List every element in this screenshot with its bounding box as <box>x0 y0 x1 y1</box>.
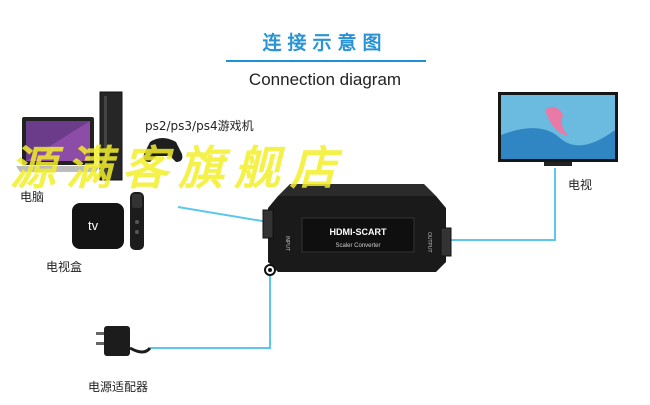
laptop-icon <box>16 117 100 172</box>
diagram-title-en: Connection diagram <box>248 70 402 89</box>
hdmi-scart-converter: HDMI-SCART Scaler Converter INPUT OUTPUT <box>262 184 452 276</box>
converter-output-label: OUTPUT <box>426 232 432 253</box>
game-console-icon <box>99 91 183 181</box>
hdmi-cable-output <box>445 168 556 241</box>
title-divider <box>226 60 426 62</box>
diagram-title-cn: 连接示意图 <box>262 32 388 54</box>
cables <box>150 168 556 349</box>
converter-input-label: INPUT <box>284 236 290 251</box>
game-console-label: ps2/ps3/ps4游戏机 <box>145 119 254 133</box>
hdmi-cable-input <box>177 206 269 223</box>
power-adapter-label: 电源适配器 <box>88 380 149 394</box>
store-watermark: 源满客旗舰店 <box>10 141 346 195</box>
apple-tv-icon <box>72 192 144 250</box>
apple-tv-logo: tv <box>88 218 99 233</box>
converter-subtitle: Scaler Converter <box>335 243 380 249</box>
tv-box-label: 电视盒 <box>46 260 83 274</box>
tv-label: 电视 <box>568 178 593 192</box>
computer-label: 电脑 <box>20 190 45 204</box>
tv-icon <box>498 92 618 166</box>
converter-name: HDMI-SCART <box>330 227 387 237</box>
power-cable <box>150 270 271 349</box>
power-adapter-icon <box>96 326 152 356</box>
